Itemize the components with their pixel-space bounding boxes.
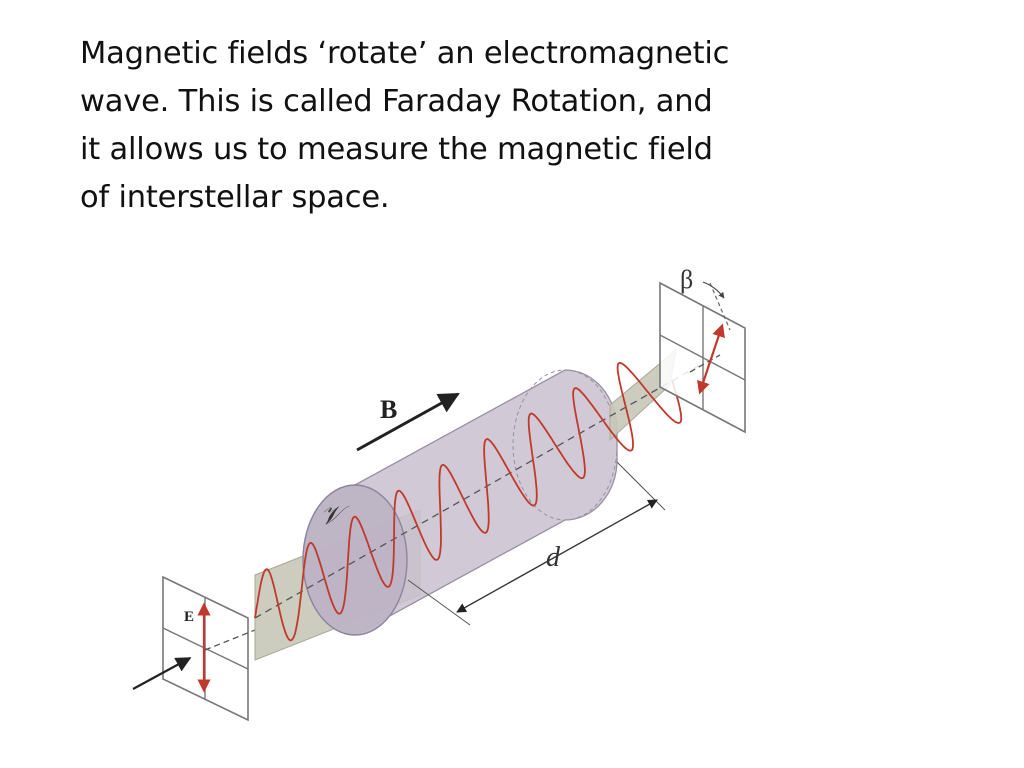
medium-cylinder <box>302 369 618 636</box>
electric-field-label: E <box>184 609 194 625</box>
length-label: d <box>546 542 561 573</box>
beam-axis-entry <box>204 629 256 651</box>
caption-line-2: wave. This is called Faraday Rotation, a… <box>80 84 713 119</box>
rotation-angle-label: β <box>680 265 693 294</box>
exit-window <box>659 281 746 434</box>
magnetic-field-arrow <box>356 392 460 452</box>
caption-line-4: of interstellar space. <box>80 180 390 215</box>
caption-text: Magnetic fields ‘rotate’ an electromagne… <box>80 30 940 222</box>
length-dimension <box>407 461 666 626</box>
electromagnetic-wave <box>254 361 683 642</box>
beam-axis <box>254 364 701 619</box>
caption-line-1: Magnetic fields ‘rotate’ an electromagne… <box>80 36 730 71</box>
rotation-angle-arrow <box>702 281 725 299</box>
caption-line-3: it allows us to measure the magnetic fie… <box>80 132 713 167</box>
beam-axis-exit <box>689 354 721 373</box>
rotated-polarization-arrow <box>697 323 725 395</box>
entrance-window <box>162 575 249 722</box>
magnetic-field-label: B <box>380 395 397 424</box>
incoming-beam-arrow <box>132 657 192 690</box>
